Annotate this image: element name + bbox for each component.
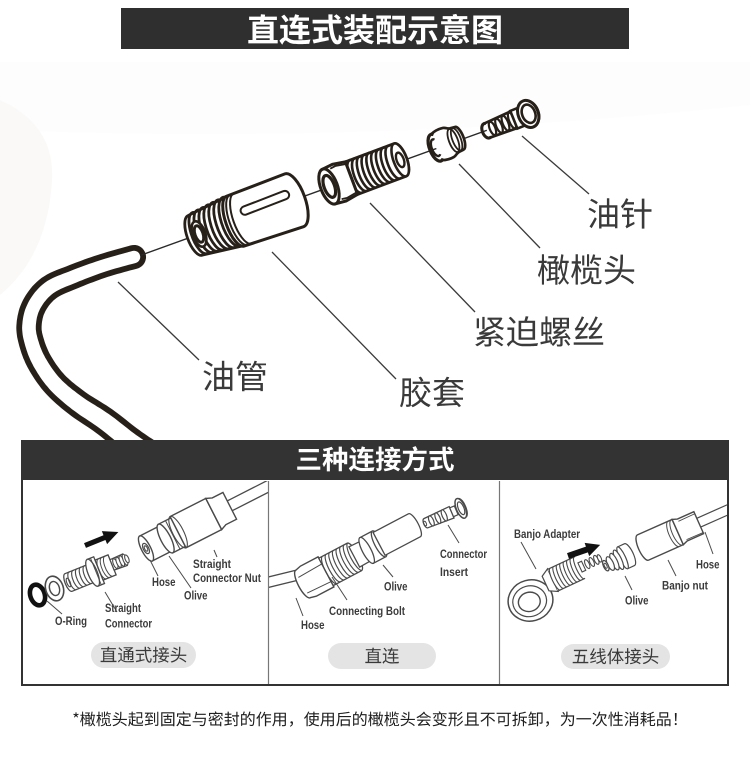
svg-text:Hose: Hose — [696, 558, 720, 572]
svg-text:Olive: Olive — [184, 589, 208, 603]
svg-text:Connector Nut: Connector Nut — [193, 571, 261, 585]
svg-text:Connector: Connector — [105, 617, 152, 631]
svg-text:Straight: Straight — [105, 601, 141, 615]
svg-text:O-Ring: O-Ring — [55, 614, 87, 628]
svg-text:Connecting Bolt: Connecting Bolt — [329, 604, 405, 618]
svg-text:Olive: Olive — [625, 594, 649, 608]
svg-text:Olive: Olive — [384, 580, 408, 594]
svg-text:Hose: Hose — [152, 575, 176, 589]
svg-text:Banjo nut: Banjo nut — [662, 579, 708, 593]
svg-text:Hose: Hose — [301, 618, 325, 632]
svg-text:Banjo Adapter: Banjo Adapter — [514, 527, 580, 541]
svg-text:Straight: Straight — [193, 557, 231, 571]
svg-text:Connector: Connector — [440, 547, 487, 561]
svg-text:Insert: Insert — [440, 565, 468, 579]
